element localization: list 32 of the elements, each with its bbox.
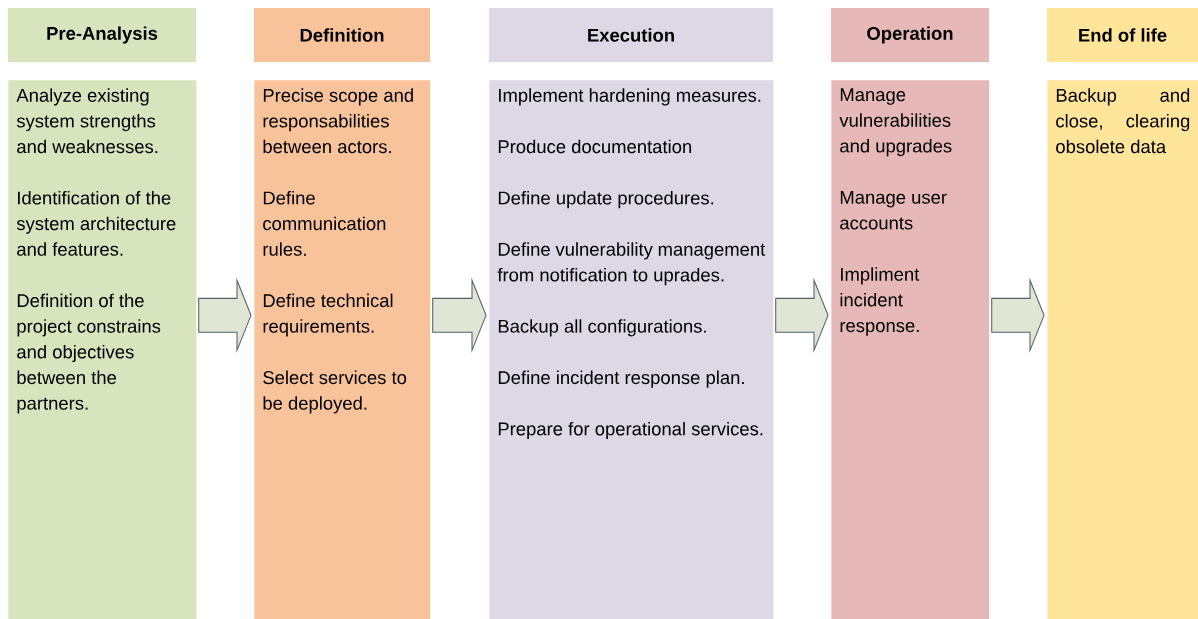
- stage-panel: [489, 80, 774, 619]
- stage-header: Execution: [489, 8, 773, 62]
- stage-panel: [8, 80, 197, 619]
- step-text: Produce documentation: [498, 139, 691, 154]
- stage-header: Operation: [831, 8, 989, 62]
- step-text: Backup all configurations.: [498, 319, 706, 337]
- stage-panel: [254, 80, 431, 619]
- step-text: Backup and close, clearing obsolete data: [1056, 88, 1190, 154]
- step-text: Precise scope and responsabilities between actors.: [263, 88, 413, 154]
- step-text: Prepare for operational services.: [498, 421, 763, 440]
- step-text: Define incident response plan.: [498, 370, 744, 388]
- step-text: Impliment incident response.: [840, 267, 920, 336]
- step-text: Define update procedures.: [498, 191, 714, 209]
- step-text: Implement hardening measures.: [499, 88, 761, 106]
- step-text: Define technical requirements.: [263, 293, 393, 337]
- step-text: Manage user accounts: [840, 191, 947, 230]
- step-text: Define communication rules.: [263, 191, 386, 256]
- step-text: Analyze existing system strengths and weaknesses.: [16, 88, 158, 154]
- stage-panel: [1047, 80, 1198, 619]
- stage-header: Pre-Analysis: [8, 8, 196, 62]
- step-text: Identification of the system architecture and features.: [16, 191, 176, 256]
- stage-header: End of life: [1047, 8, 1198, 62]
- step-text: Select services to be deployed.: [263, 370, 407, 414]
- stage-header: Definition: [254, 8, 430, 62]
- stage-panel: [831, 80, 990, 619]
- block-arrow: [198, 277, 252, 354]
- block-arrow: [775, 277, 829, 354]
- step-text: Define vulnerability management from notification to uprades.: [497, 242, 766, 286]
- step-text: Definition of the project constrains and objectives between the partners.: [17, 293, 161, 414]
- block-arrow: [991, 277, 1045, 354]
- step-text: Manage vulnerabilities and upgrades: [839, 88, 952, 157]
- block-arrow: [432, 277, 487, 354]
